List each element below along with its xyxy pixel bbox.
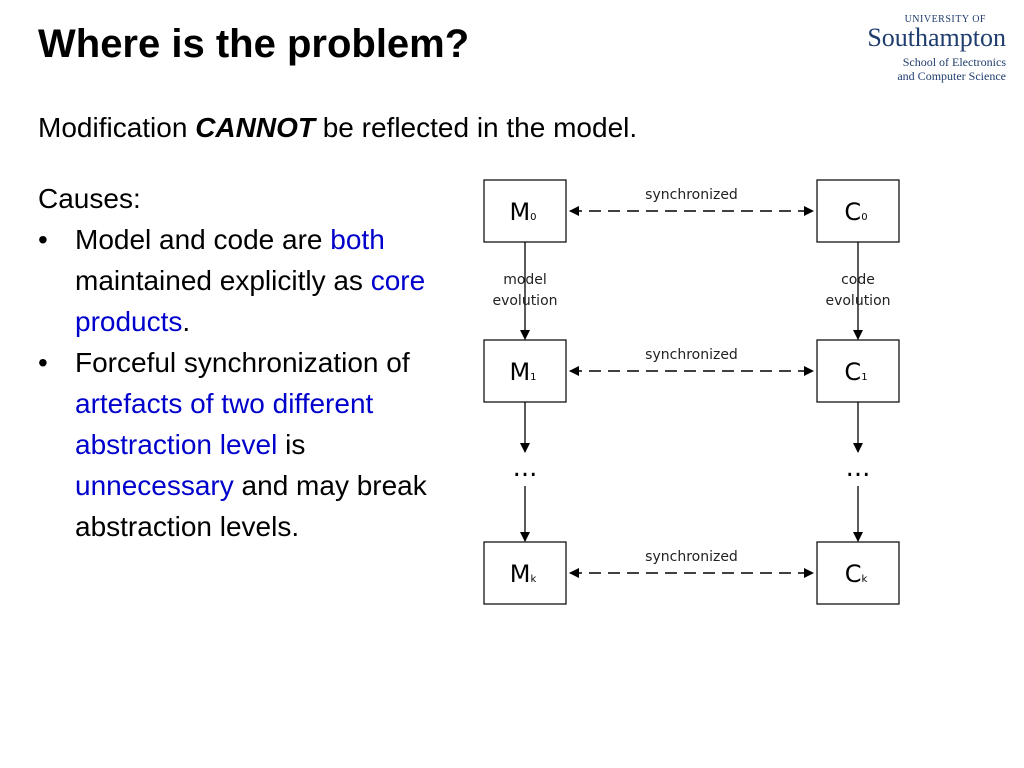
subtitle-emphasis: CANNOT bbox=[195, 112, 315, 143]
bullet-text: is bbox=[277, 429, 306, 460]
causes-heading: Causes: bbox=[38, 183, 141, 214]
university-logo: UNIVERSITY OF Southampton School of Elec… bbox=[846, 14, 1006, 83]
sync-label: synchronized bbox=[645, 347, 738, 363]
bullet-text: Model and code are bbox=[75, 224, 331, 255]
sync-label: synchronized bbox=[645, 549, 738, 565]
code-node-subscript: 1 bbox=[861, 372, 867, 383]
code-evolution-label-line: code bbox=[841, 272, 875, 288]
code-node-subscript: 0 bbox=[861, 212, 867, 223]
bullet-marker: • bbox=[38, 347, 48, 378]
code-evolution-label-line: evolution bbox=[825, 293, 890, 309]
ellipsis: ... bbox=[846, 453, 871, 483]
highlighted-text: unnecessary bbox=[75, 470, 234, 501]
bullet-text: Forceful synchronization of bbox=[75, 347, 410, 378]
code-evolution-label: code evolution bbox=[825, 272, 890, 309]
code-node-box bbox=[816, 179, 900, 243]
causes-section: Causes: • Model and code are both maintai… bbox=[38, 178, 468, 547]
slide-title: Where is the problem? bbox=[38, 22, 470, 66]
logo-name: Southampton bbox=[867, 23, 1006, 52]
sync-label: synchronized bbox=[645, 187, 738, 203]
bullet-text: . bbox=[182, 306, 191, 337]
subtitle-after: be reflected in the model. bbox=[314, 112, 638, 143]
bullet-marker: • bbox=[38, 224, 48, 255]
model-node-box bbox=[483, 541, 567, 605]
bullet-text: maintained explicitly as bbox=[75, 265, 371, 296]
highlighted-text: artefacts of two different abstraction l… bbox=[75, 388, 374, 460]
subtitle-before: Modification bbox=[38, 112, 196, 143]
cause-bullet-1: • Model and code are both maintained expl… bbox=[38, 219, 468, 342]
cause-bullet-2: • Forceful synchronization of artefacts o… bbox=[38, 342, 468, 547]
model-node-subscript: 0 bbox=[530, 212, 536, 223]
logo-university-of: UNIVERSITY OF bbox=[904, 14, 986, 25]
subtitle: Modification CANNOT be reflected in the … bbox=[38, 112, 637, 144]
model-evolution-label-line: evolution bbox=[492, 293, 557, 309]
model-node-subscript: k bbox=[530, 574, 536, 585]
highlighted-text: both bbox=[330, 224, 385, 255]
logo-department: and Computer Science bbox=[897, 69, 1006, 83]
model-node-box bbox=[483, 339, 567, 403]
model-node-subscript: 1 bbox=[530, 372, 536, 383]
model-evolution-label: model evolution bbox=[492, 272, 557, 309]
code-node-subscript: k bbox=[861, 574, 867, 585]
ellipsis: ... bbox=[513, 453, 538, 483]
highlighted-text: core products bbox=[75, 265, 426, 337]
model-evolution-label-line: model bbox=[503, 272, 547, 288]
bullet-text: and may break abstraction levels. bbox=[75, 470, 427, 542]
logo-school: School of Electronics bbox=[902, 55, 1006, 69]
causes-list: • Model and code are both maintained expl… bbox=[38, 219, 468, 547]
code-node-box bbox=[816, 541, 900, 605]
